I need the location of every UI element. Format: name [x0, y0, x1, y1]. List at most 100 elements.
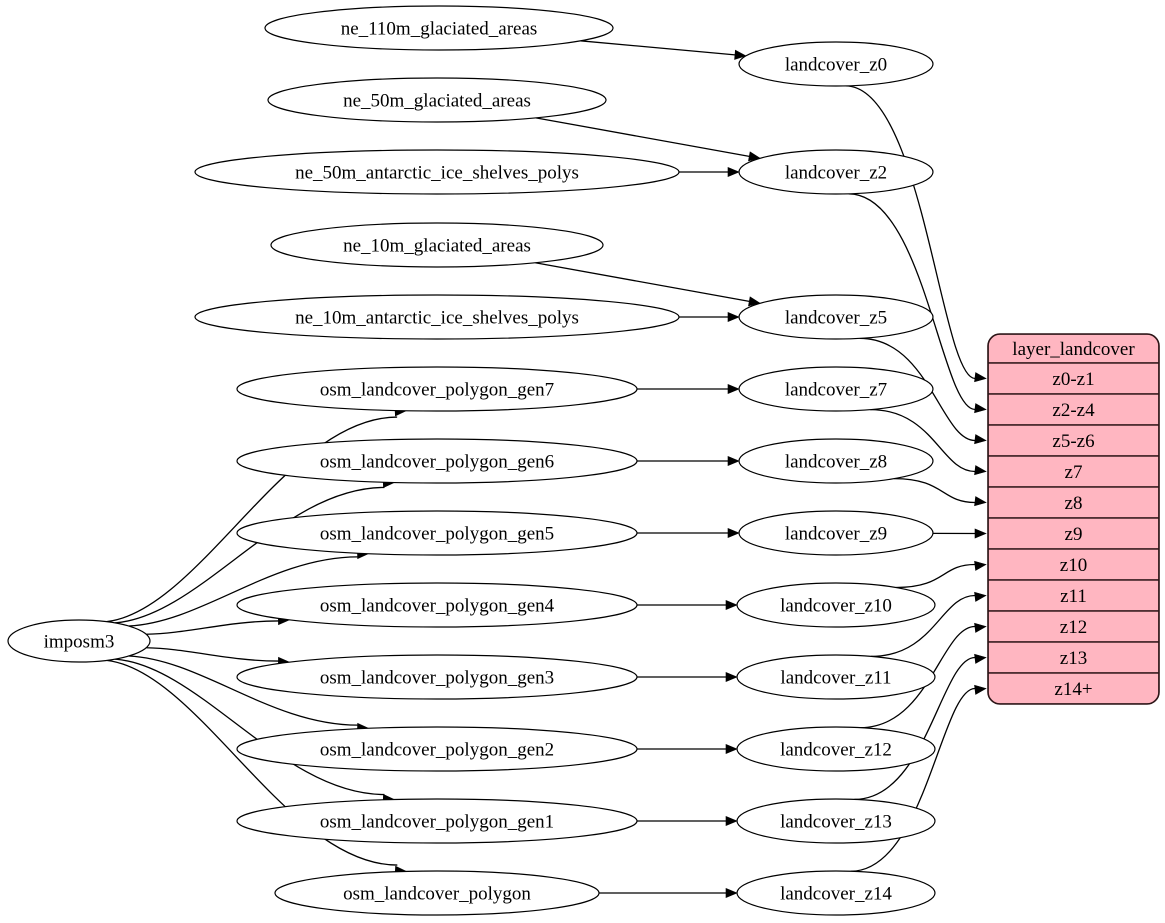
node-ellipse: [236, 798, 638, 844]
graph-node-landcover_z10[interactable]: landcover_z10: [736, 582, 936, 628]
table-header-label: layer_landcover: [1012, 339, 1135, 360]
table-row-cell[interactable]: [988, 486, 1159, 519]
node-label: landcover_z10: [780, 596, 892, 617]
graph-edge-to-table: [870, 408, 976, 473]
node-ellipse: [194, 149, 680, 195]
node-ellipse: [736, 726, 936, 772]
node-ellipse: [236, 654, 638, 700]
graph-node-osm_landcover_polygon_gen6[interactable]: osm_landcover_polygon_gen6: [236, 438, 638, 484]
graph-node-osm_landcover_polygon_gen7[interactable]: osm_landcover_polygon_gen7: [236, 366, 638, 412]
graph-node-landcover_z12[interactable]: landcover_z12: [736, 726, 936, 772]
node-label: osm_landcover_polygon_gen2: [320, 740, 554, 761]
node-label: osm_landcover_polygon_gen7: [320, 380, 554, 401]
graph-node-landcover_z2[interactable]: landcover_z2: [738, 149, 934, 195]
graph-node-landcover_z8[interactable]: landcover_z8: [738, 438, 934, 484]
table-row-cell[interactable]: [988, 672, 1159, 704]
edge-arrowhead: [974, 403, 987, 414]
node-label: landcover_z14: [780, 884, 892, 905]
node-ellipse: [738, 366, 934, 412]
table-cells: layer_landcoverz0-z1z2-z4z5-z6z7z8z9z10z…: [988, 334, 1159, 704]
table-row-label: z0-z1: [1052, 369, 1094, 390]
node-ellipse: [236, 510, 638, 556]
table-header-cell: [988, 334, 1159, 364]
node-label: ne_10m_glaciated_areas: [343, 236, 531, 257]
graph-node-imposm3[interactable]: imposm3: [7, 619, 151, 663]
node-ellipse: [736, 654, 936, 700]
node-label: landcover_z7: [785, 380, 887, 401]
graph-edge-to-table: [854, 656, 976, 801]
graph-node-osm_landcover_polygon_gen3[interactable]: osm_landcover_polygon_gen3: [236, 654, 638, 700]
graph-node-landcover_z0[interactable]: landcover_z0: [738, 41, 934, 87]
node-ellipse: [270, 222, 604, 268]
graph-edge-imposm3: [146, 647, 279, 662]
node-label: imposm3: [44, 632, 115, 653]
table-row-label: z11: [1060, 586, 1087, 607]
graph-edge-to-table: [850, 687, 976, 872]
node-ellipse: [236, 582, 638, 628]
edge-arrowhead: [974, 591, 987, 602]
table-row-label: z7: [1065, 462, 1083, 483]
graph-node-ne_50m_glaciated_areas[interactable]: ne_50m_glaciated_areas: [267, 77, 607, 123]
graph-edge-imposm3: [106, 659, 398, 866]
graph-node-osm_landcover_polygon_gen5[interactable]: osm_landcover_polygon_gen5: [236, 510, 638, 556]
node-ellipse: [738, 510, 934, 556]
node-label: osm_landcover_polygon_gen4: [320, 596, 555, 617]
edge-arrowhead: [727, 311, 740, 323]
edge-arrowhead: [974, 528, 987, 539]
table-row-cell[interactable]: [988, 610, 1159, 643]
graph-node-ne_50m_antarctic_ice_shelves_polys[interactable]: ne_50m_antarctic_ice_shelves_polys: [194, 149, 680, 195]
node-ellipse: [236, 366, 638, 412]
edge-arrowhead: [727, 527, 740, 539]
table-row-cell[interactable]: [988, 548, 1159, 581]
node-ellipse: [274, 870, 600, 916]
graph-edge-to-table: [894, 477, 976, 504]
node-label: landcover_z0: [785, 55, 887, 76]
edge-arrowhead: [974, 434, 987, 445]
graph-node-osm_landcover_polygon_gen1[interactable]: osm_landcover_polygon_gen1: [236, 798, 638, 844]
table-row-cell[interactable]: [988, 641, 1159, 674]
node-label: ne_110m_glaciated_areas: [341, 19, 538, 40]
table-row-cell[interactable]: [988, 362, 1159, 395]
table-row-label: z2-z4: [1052, 400, 1095, 421]
table-outline: [987, 333, 1160, 705]
node-label: osm_landcover_polygon_gen3: [320, 668, 554, 689]
graph-node-landcover_z13[interactable]: landcover_z13: [736, 798, 936, 844]
graph-node-landcover_z5[interactable]: landcover_z5: [738, 294, 934, 340]
graph-node-ne_10m_antarctic_ice_shelves_polys[interactable]: ne_10m_antarctic_ice_shelves_polys: [194, 294, 680, 340]
table-row-label: z9: [1065, 524, 1083, 545]
graph-edge-imposm3: [128, 556, 358, 627]
graph-edge-imposm3: [128, 655, 358, 726]
graph-node-osm_landcover_polygon_gen2[interactable]: osm_landcover_polygon_gen2: [236, 726, 638, 772]
node-ellipse: [736, 798, 936, 844]
node-ellipse: [7, 619, 151, 663]
node-ellipse: [738, 294, 934, 340]
node-label: landcover_z9: [785, 524, 887, 545]
graph-edge-imposm3: [146, 620, 279, 635]
graph-edge: [535, 262, 750, 302]
graph-edge-imposm3: [106, 416, 398, 623]
edge-arrowhead: [725, 815, 738, 827]
graph-edge-to-table: [845, 85, 976, 380]
node-ellipse: [236, 438, 638, 484]
edge-arrowhead: [725, 599, 738, 611]
graph-node-osm_landcover_polygon[interactable]: osm_landcover_polygon: [274, 870, 600, 916]
table-row-label: z14+: [1054, 679, 1092, 700]
node-label: ne_50m_antarctic_ice_shelves_polys: [295, 163, 579, 184]
edge-arrowhead: [727, 166, 740, 178]
graph-node-landcover_z9[interactable]: landcover_z9: [738, 510, 934, 556]
node-ellipse: [264, 5, 614, 51]
node-label: landcover_z11: [780, 668, 891, 689]
node-ellipse: [738, 438, 934, 484]
graph-node-landcover_z11[interactable]: landcover_z11: [736, 654, 936, 700]
node-label: landcover_z12: [780, 740, 892, 761]
graph-node-landcover_z14[interactable]: landcover_z14: [736, 870, 936, 916]
node-label: landcover_z2: [785, 163, 887, 184]
graph-node-osm_landcover_polygon_gen4[interactable]: osm_landcover_polygon_gen4: [236, 582, 638, 628]
node-label: osm_landcover_polygon_gen5: [320, 524, 554, 545]
graph-node-landcover_z7[interactable]: landcover_z7: [738, 366, 934, 412]
graph-node-ne_110m_glaciated_areas[interactable]: ne_110m_glaciated_areas: [264, 5, 614, 51]
edge-arrowhead: [725, 743, 738, 755]
graph-node-ne_10m_glaciated_areas[interactable]: ne_10m_glaciated_areas: [270, 222, 604, 268]
edge-arrowhead: [974, 465, 987, 476]
table-row-label: z10: [1060, 555, 1087, 576]
